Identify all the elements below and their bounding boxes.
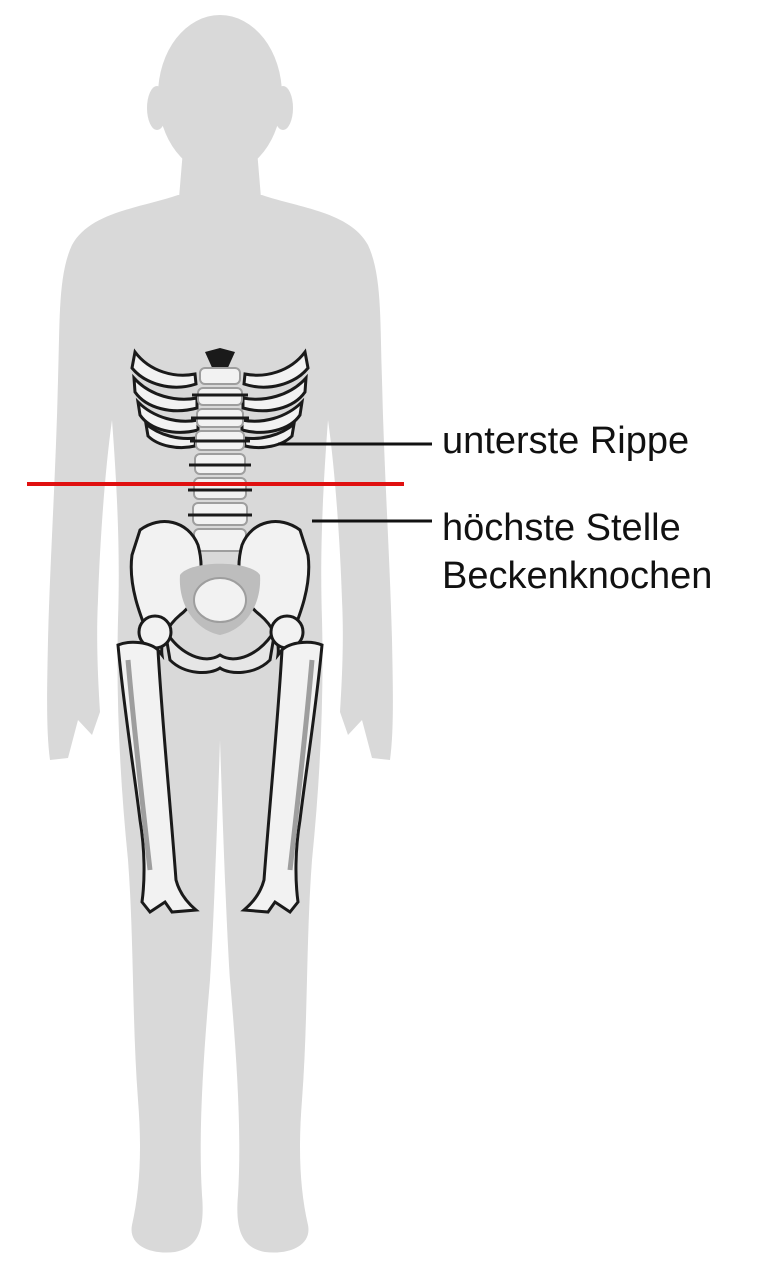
label-pelvis-top-line1: höchste Stelle	[442, 504, 712, 552]
skeleton	[118, 348, 322, 912]
label-pelvis-top-line2: Beckenknochen	[442, 552, 712, 600]
label-lowest-rib: unterste Rippe	[442, 417, 689, 465]
label-pelvis-top: höchste Stelle Beckenknochen	[442, 504, 712, 600]
